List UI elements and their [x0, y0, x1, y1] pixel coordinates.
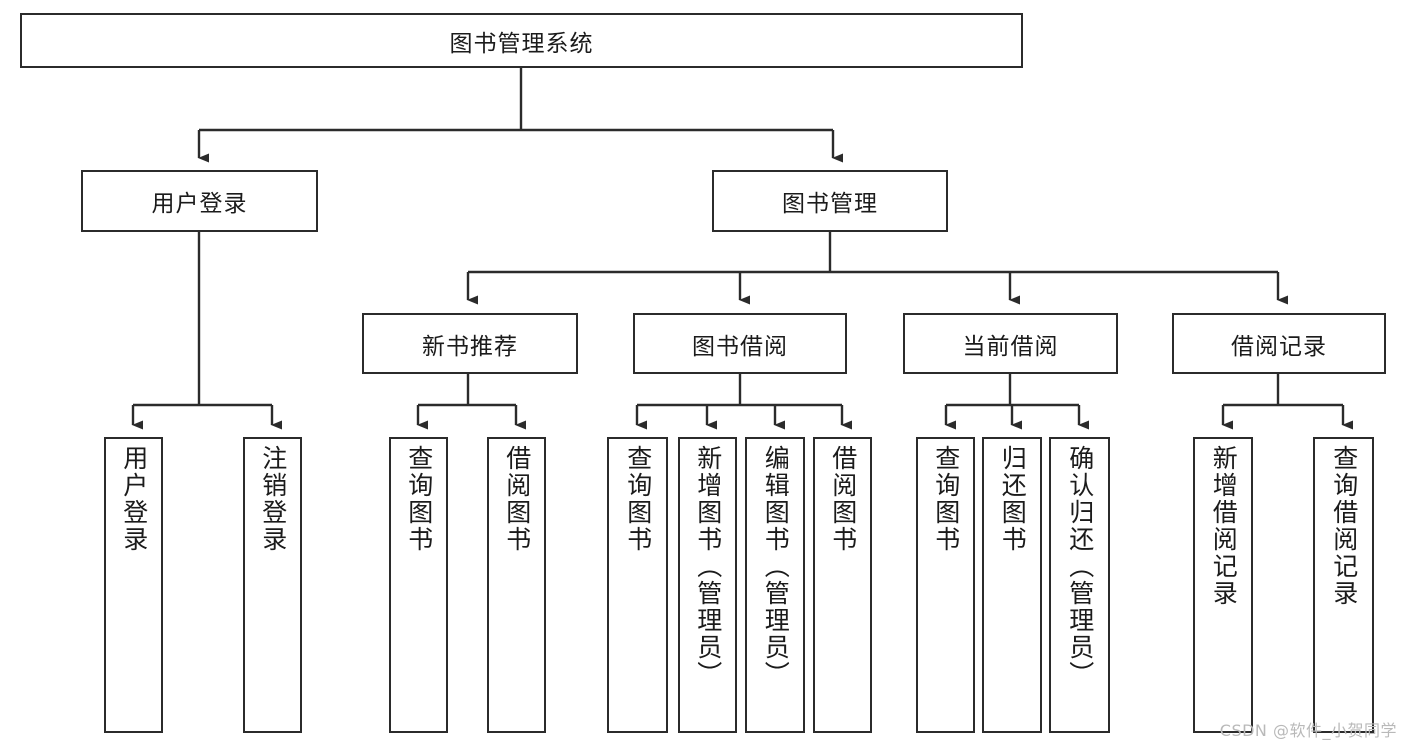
node-root-label: 图书管理系统 — [449, 30, 594, 57]
leaf-add-book[interactable]: 新增图书（管理员） — [678, 437, 737, 733]
leaf-return-book-label: 归还图书 — [998, 445, 1028, 553]
leaf-borrow-book-2-label: 借阅图书 — [828, 445, 858, 553]
leaf-user-login-label: 用户登录 — [119, 445, 149, 553]
leaf-confirm-return-label: 确认归还（管理员） — [1065, 445, 1095, 688]
leaf-logout-login-label: 注销登录 — [258, 445, 288, 553]
node-new-book-recommend-label: 新书推荐 — [422, 333, 518, 360]
leaf-edit-book[interactable]: 编辑图书（管理员） — [745, 437, 805, 733]
leaf-query-book-3[interactable]: 查询图书 — [916, 437, 975, 733]
node-borrow-record-label: 借阅记录 — [1231, 333, 1327, 360]
leaf-user-login[interactable]: 用户登录 — [104, 437, 163, 733]
leaf-borrow-book-2[interactable]: 借阅图书 — [813, 437, 872, 733]
node-new-book-recommend[interactable]: 新书推荐 — [362, 313, 578, 374]
leaf-return-book[interactable]: 归还图书 — [982, 437, 1042, 733]
leaf-confirm-return[interactable]: 确认归还（管理员） — [1049, 437, 1110, 733]
leaf-borrow-book-1[interactable]: 借阅图书 — [487, 437, 546, 733]
csdn-watermark: CSDN @软件_小贺同学 — [1219, 721, 1397, 740]
node-book-borrow-label: 图书借阅 — [692, 333, 788, 360]
leaf-query-record[interactable]: 查询借阅记录 — [1313, 437, 1374, 733]
leaf-logout-login[interactable]: 注销登录 — [243, 437, 302, 733]
leaf-edit-book-label: 编辑图书（管理员） — [761, 445, 791, 688]
node-current-borrow-label: 当前借阅 — [962, 333, 1059, 360]
node-user-login-label: 用户登录 — [151, 191, 248, 217]
node-book-manage-label: 图书管理 — [782, 191, 878, 217]
node-user-login[interactable]: 用户登录 — [81, 170, 318, 232]
leaf-add-book-label: 新增图书（管理员） — [693, 445, 723, 688]
leaf-query-book-1[interactable]: 查询图书 — [389, 437, 448, 733]
leaf-query-book-3-label: 查询图书 — [931, 445, 961, 553]
leaf-add-record-label: 新增借阅记录 — [1209, 445, 1239, 607]
node-book-borrow[interactable]: 图书借阅 — [633, 313, 847, 374]
leaf-add-record[interactable]: 新增借阅记录 — [1193, 437, 1253, 733]
leaf-query-book-2[interactable]: 查询图书 — [607, 437, 668, 733]
leaf-borrow-book-1-label: 借阅图书 — [502, 445, 532, 553]
node-current-borrow[interactable]: 当前借阅 — [903, 313, 1118, 374]
node-borrow-record[interactable]: 借阅记录 — [1172, 313, 1386, 374]
leaf-query-book-2-label: 查询图书 — [623, 445, 653, 553]
leaf-query-book-1-label: 查询图书 — [404, 445, 434, 553]
leaf-query-record-label: 查询借阅记录 — [1329, 445, 1359, 607]
node-book-manage[interactable]: 图书管理 — [712, 170, 948, 232]
node-root[interactable]: 图书管理系统 — [20, 13, 1023, 68]
